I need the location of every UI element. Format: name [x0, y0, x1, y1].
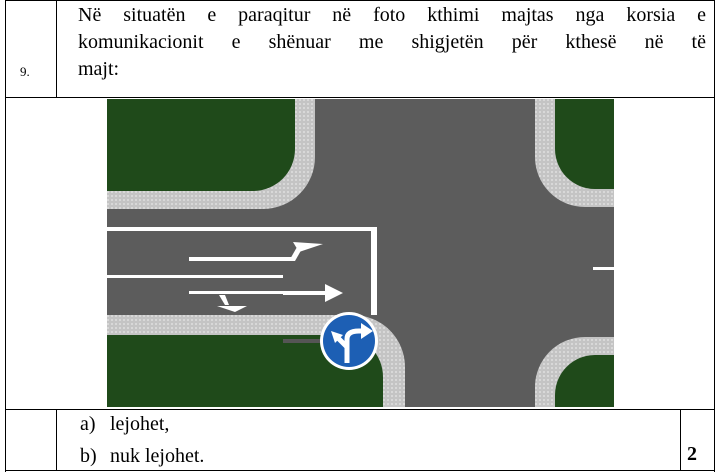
- row-divider-answers: [5, 409, 715, 410]
- answer-option-a[interactable]: a) lejohet,: [80, 412, 169, 436]
- question-line-3: majt:: [78, 58, 120, 80]
- question-line-2: komunikacionit e shënuar me shigjetën pë…: [78, 31, 706, 53]
- answer-b-label: b): [80, 445, 97, 467]
- table-border-bottom: [5, 470, 715, 471]
- grass-bottom-right: [555, 355, 614, 407]
- lane-divider-line: [107, 275, 283, 278]
- answer-option-b[interactable]: b) nuk lejohet.: [80, 444, 204, 468]
- table-border-left: [5, 0, 6, 472]
- answer-a-text: lejohet,: [110, 413, 170, 435]
- answer-a-label: a): [80, 413, 96, 435]
- mandatory-direction-sign-icon: [320, 312, 378, 370]
- points-column-divider: [680, 409, 681, 471]
- table-border-right: [714, 0, 715, 472]
- lane-outer-line: [107, 227, 377, 231]
- answer-b-text: nuk lejohet.: [110, 445, 205, 467]
- road-intersection-photo: [107, 99, 614, 407]
- points-value: 2: [687, 443, 697, 465]
- number-column-divider-top: [56, 0, 57, 97]
- question-number: 9.: [20, 64, 30, 79]
- number-column-divider-bottom: [56, 409, 57, 471]
- grass-top-right: [555, 99, 614, 189]
- straight-right-arrow-marking: [189, 284, 343, 312]
- sign-pole-shadow: [283, 339, 325, 343]
- left-turn-arrow-marking: [189, 242, 323, 261]
- stop-line: [371, 227, 377, 315]
- grass-top-left: [107, 99, 295, 191]
- grass-bottom-left: [107, 335, 383, 407]
- row-divider-question: [5, 97, 715, 98]
- question-line-1: Në situatën e paraqitur në foto kthimi m…: [78, 4, 706, 26]
- question-text: Në situatën e paraqitur në foto kthimi m…: [78, 2, 706, 83]
- centre-dash: [593, 267, 614, 270]
- table-border-top: [5, 0, 715, 1]
